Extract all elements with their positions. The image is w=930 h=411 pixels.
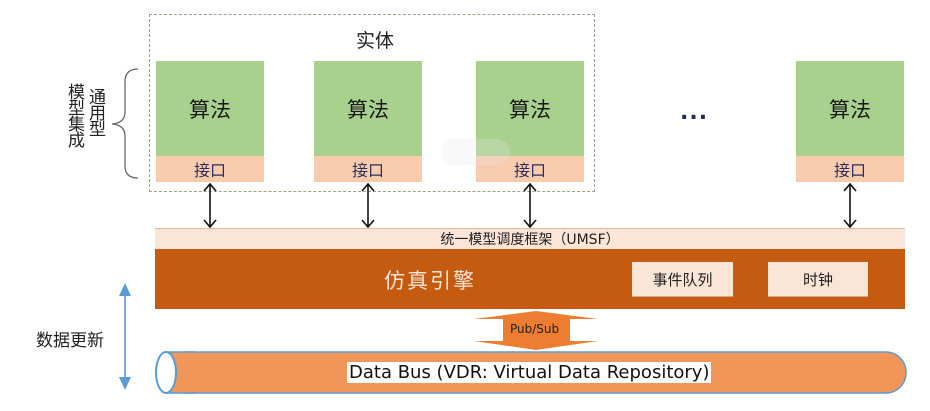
data-update-label: 数据更新 xyxy=(36,331,104,351)
interface-box-2: 接口 xyxy=(314,156,422,182)
event-queue-box: 事件队列 xyxy=(632,262,733,297)
model-integration-label: 模型集成 xyxy=(64,83,84,147)
interface-box-3: 接口 xyxy=(476,156,584,182)
more-models-ellipsis: ... xyxy=(680,100,709,125)
data-bus-label: Data Bus (VDR: Virtual Data Repository) xyxy=(347,362,712,383)
zoom-indicator-overlay xyxy=(440,139,510,165)
clock-box: 时钟 xyxy=(768,262,868,297)
algorithm-box-4: 算法 xyxy=(796,61,904,156)
algorithm-box-2: 算法 xyxy=(314,61,422,156)
interface-arrow-2 xyxy=(361,182,375,229)
interface-arrow-3 xyxy=(523,182,537,229)
umsf-framework-bar: 统一模型调度框架（UMSF） xyxy=(155,228,905,249)
pubsub-arrow-icon xyxy=(474,311,598,350)
algorithm-box-3: 算法 xyxy=(476,61,584,156)
pubsub-label: Pub/Sub xyxy=(510,322,560,336)
entity-frame xyxy=(149,14,595,192)
curly-brace-icon xyxy=(111,68,139,179)
interface-box-4: 接口 xyxy=(796,156,904,182)
entity-title: 实体 xyxy=(355,30,394,52)
data-update-arrow-icon xyxy=(119,283,131,390)
simulation-engine-title: 仿真引擎 xyxy=(384,269,476,293)
interface-arrow-1 xyxy=(203,182,217,229)
interface-box-1: 接口 xyxy=(156,156,264,182)
algorithm-box-1: 算法 xyxy=(156,61,264,156)
generic-type-label: 通用型 xyxy=(85,88,105,136)
interface-arrow-4 xyxy=(843,182,857,229)
